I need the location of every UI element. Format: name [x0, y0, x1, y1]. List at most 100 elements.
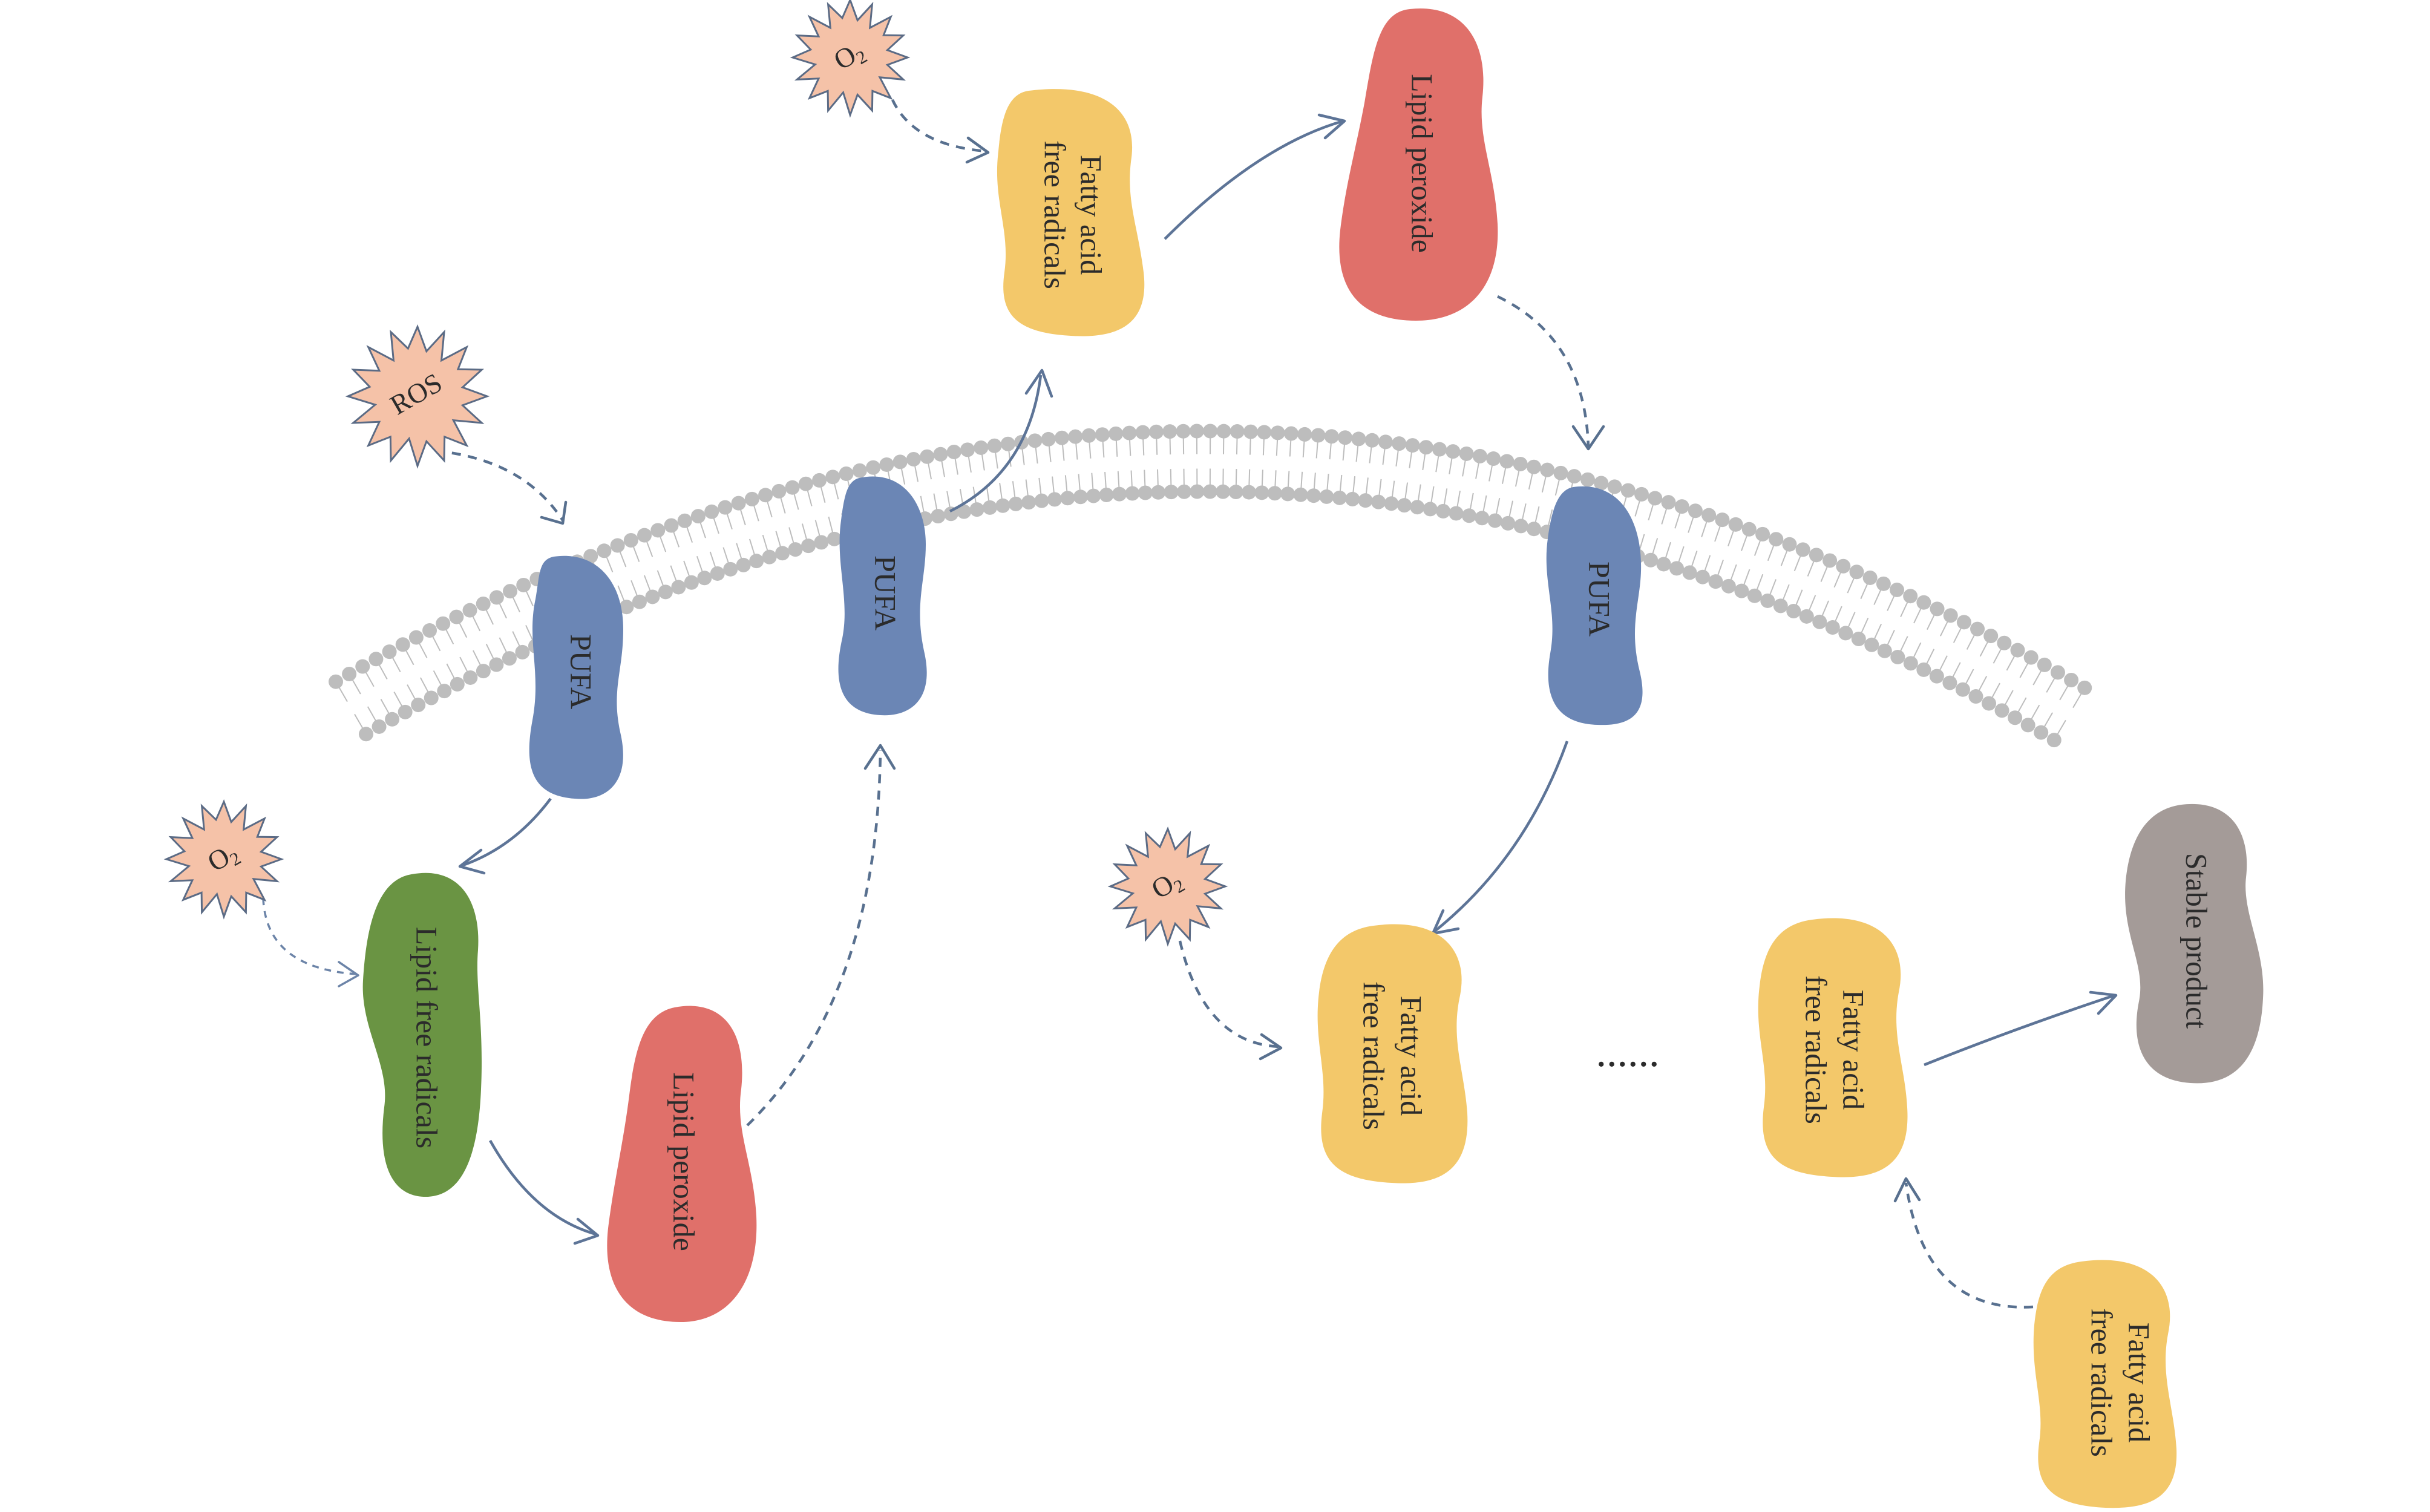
- lipid-head: [1786, 604, 1801, 619]
- lipid-head: [1674, 499, 1689, 514]
- lipid-head: [328, 674, 343, 689]
- lipid-head: [1047, 492, 1063, 507]
- lipid-head: [1656, 557, 1671, 572]
- lipid-head: [785, 480, 800, 495]
- lipid-head: [1669, 561, 1684, 576]
- lipid-head: [476, 664, 491, 679]
- arrows: [262, 99, 2118, 1309]
- lipid-head: [1122, 425, 1137, 440]
- lipid-head: [825, 470, 840, 485]
- lipid-head: [1109, 426, 1124, 441]
- lipid-head: [1747, 588, 1762, 603]
- lipid-head: [697, 571, 712, 586]
- lipid-head: [1449, 506, 1464, 521]
- lipid-head: [1216, 424, 1231, 439]
- arrowhead-fatty-acid-to-stable-product: [2089, 990, 2118, 1015]
- arrowhead-peroxide-top-to-pufa-right: [1571, 425, 1605, 451]
- lipid-head: [1970, 621, 1985, 637]
- arrow-o2-bottom-to-fatty-acid-bottom: [1178, 940, 1280, 1049]
- lipid-head: [1916, 662, 1931, 677]
- lipid-head: [1267, 486, 1282, 501]
- lipid-head: [1332, 490, 1347, 505]
- lipid-head: [801, 538, 816, 554]
- lipid-head: [424, 690, 439, 705]
- lipid-head: [623, 532, 638, 548]
- lipid-head: [1822, 553, 1838, 568]
- lipid-head: [1540, 462, 1555, 477]
- lipid-head: [1319, 489, 1334, 504]
- lipid-head: [1243, 424, 1259, 439]
- lipid-head: [1825, 620, 1840, 635]
- lipid-head: [1125, 486, 1140, 501]
- arrow-peroxide-to-pufa-middle: [746, 750, 882, 1127]
- lipid-head: [906, 451, 921, 466]
- lipid-head: [1812, 614, 1827, 629]
- lipid-head: [1099, 488, 1114, 503]
- fatty-acid-radicals-node-right: Fatty acid free radicals: [1758, 918, 1908, 1177]
- lipid-head: [1364, 433, 1380, 448]
- continuation-ellipsis: ......: [1596, 1029, 1660, 1076]
- lipid-head: [1741, 522, 1757, 537]
- lipid-head: [1041, 431, 1056, 447]
- lipid-head: [1280, 486, 1295, 502]
- lipid-head: [437, 684, 452, 699]
- fatty-acid-radicals-shape: [1317, 924, 1468, 1183]
- lipid-head: [408, 630, 424, 645]
- lipid-head: [2023, 650, 2039, 665]
- lipid-head: [798, 476, 813, 491]
- lipid-head: [1769, 532, 1784, 547]
- lipid-head: [1135, 425, 1150, 440]
- arrowhead-o2-bottom-to-fatty-acid-bottom: [1259, 1033, 1283, 1061]
- pufa-label: PUFA: [1583, 561, 1617, 637]
- lipid-head: [1890, 649, 1905, 664]
- lipid-head: [450, 676, 465, 692]
- lipid-head: [771, 483, 787, 499]
- lipid-head: [342, 667, 357, 682]
- cell-membrane: [328, 424, 2092, 748]
- lipid-head: [1734, 583, 1749, 598]
- lipid-head: [1773, 598, 1788, 614]
- lipid-head: [1527, 522, 1542, 537]
- arrowhead-lipid-free-radicals-to-peroxide: [573, 1217, 600, 1245]
- lipid-head: [1487, 513, 1502, 528]
- stable-product-node: Stable product: [2125, 803, 2264, 1084]
- lipid-head: [1955, 682, 1970, 697]
- lipid-head: [1202, 484, 1217, 499]
- lipid-head: [827, 531, 842, 546]
- lipid-head: [1446, 444, 1461, 459]
- lipid-head: [974, 440, 989, 455]
- fatty-acid-radicals-shape: [997, 89, 1145, 336]
- lipid-head: [1034, 493, 1049, 508]
- lipid-head: [422, 623, 437, 638]
- lipid-head: [597, 543, 612, 558]
- arrowhead-fatty-acid-top-to-peroxide-top: [1317, 113, 1346, 140]
- lipid-head: [1682, 565, 1697, 580]
- lipid-head: [1306, 488, 1321, 503]
- lipid-head: [1782, 537, 1797, 552]
- lipid-head: [2008, 710, 2023, 725]
- lipid-head: [736, 557, 751, 572]
- lipid-head: [355, 659, 370, 674]
- lipid-head: [1580, 472, 1595, 487]
- lipid-peroxide-shape: [607, 1006, 757, 1322]
- lipid-head: [1242, 485, 1257, 500]
- arrow-fatty-acid-bottom-right-to-mid: [1904, 1182, 2034, 1309]
- arrow-o2-to-lipid-free-radicals: [262, 898, 358, 975]
- lipid-head: [1149, 424, 1164, 439]
- fatty-acid-label-line2: free radicals: [1800, 975, 1833, 1124]
- lipid-head: [2034, 725, 2049, 740]
- lipid-head: [671, 580, 686, 595]
- lipid-head: [690, 509, 706, 524]
- lipid-head: [1728, 517, 1743, 532]
- lipid-head: [1695, 569, 1710, 584]
- lipid-head: [982, 500, 997, 515]
- lipid-head: [2020, 718, 2035, 733]
- lipid-head: [1701, 508, 1717, 523]
- lipid-head: [1189, 424, 1204, 439]
- lipid-head: [1397, 498, 1412, 513]
- lipid-head: [788, 542, 803, 557]
- arrow-ros-to-pufa: [435, 449, 564, 522]
- lipid-head: [395, 637, 410, 652]
